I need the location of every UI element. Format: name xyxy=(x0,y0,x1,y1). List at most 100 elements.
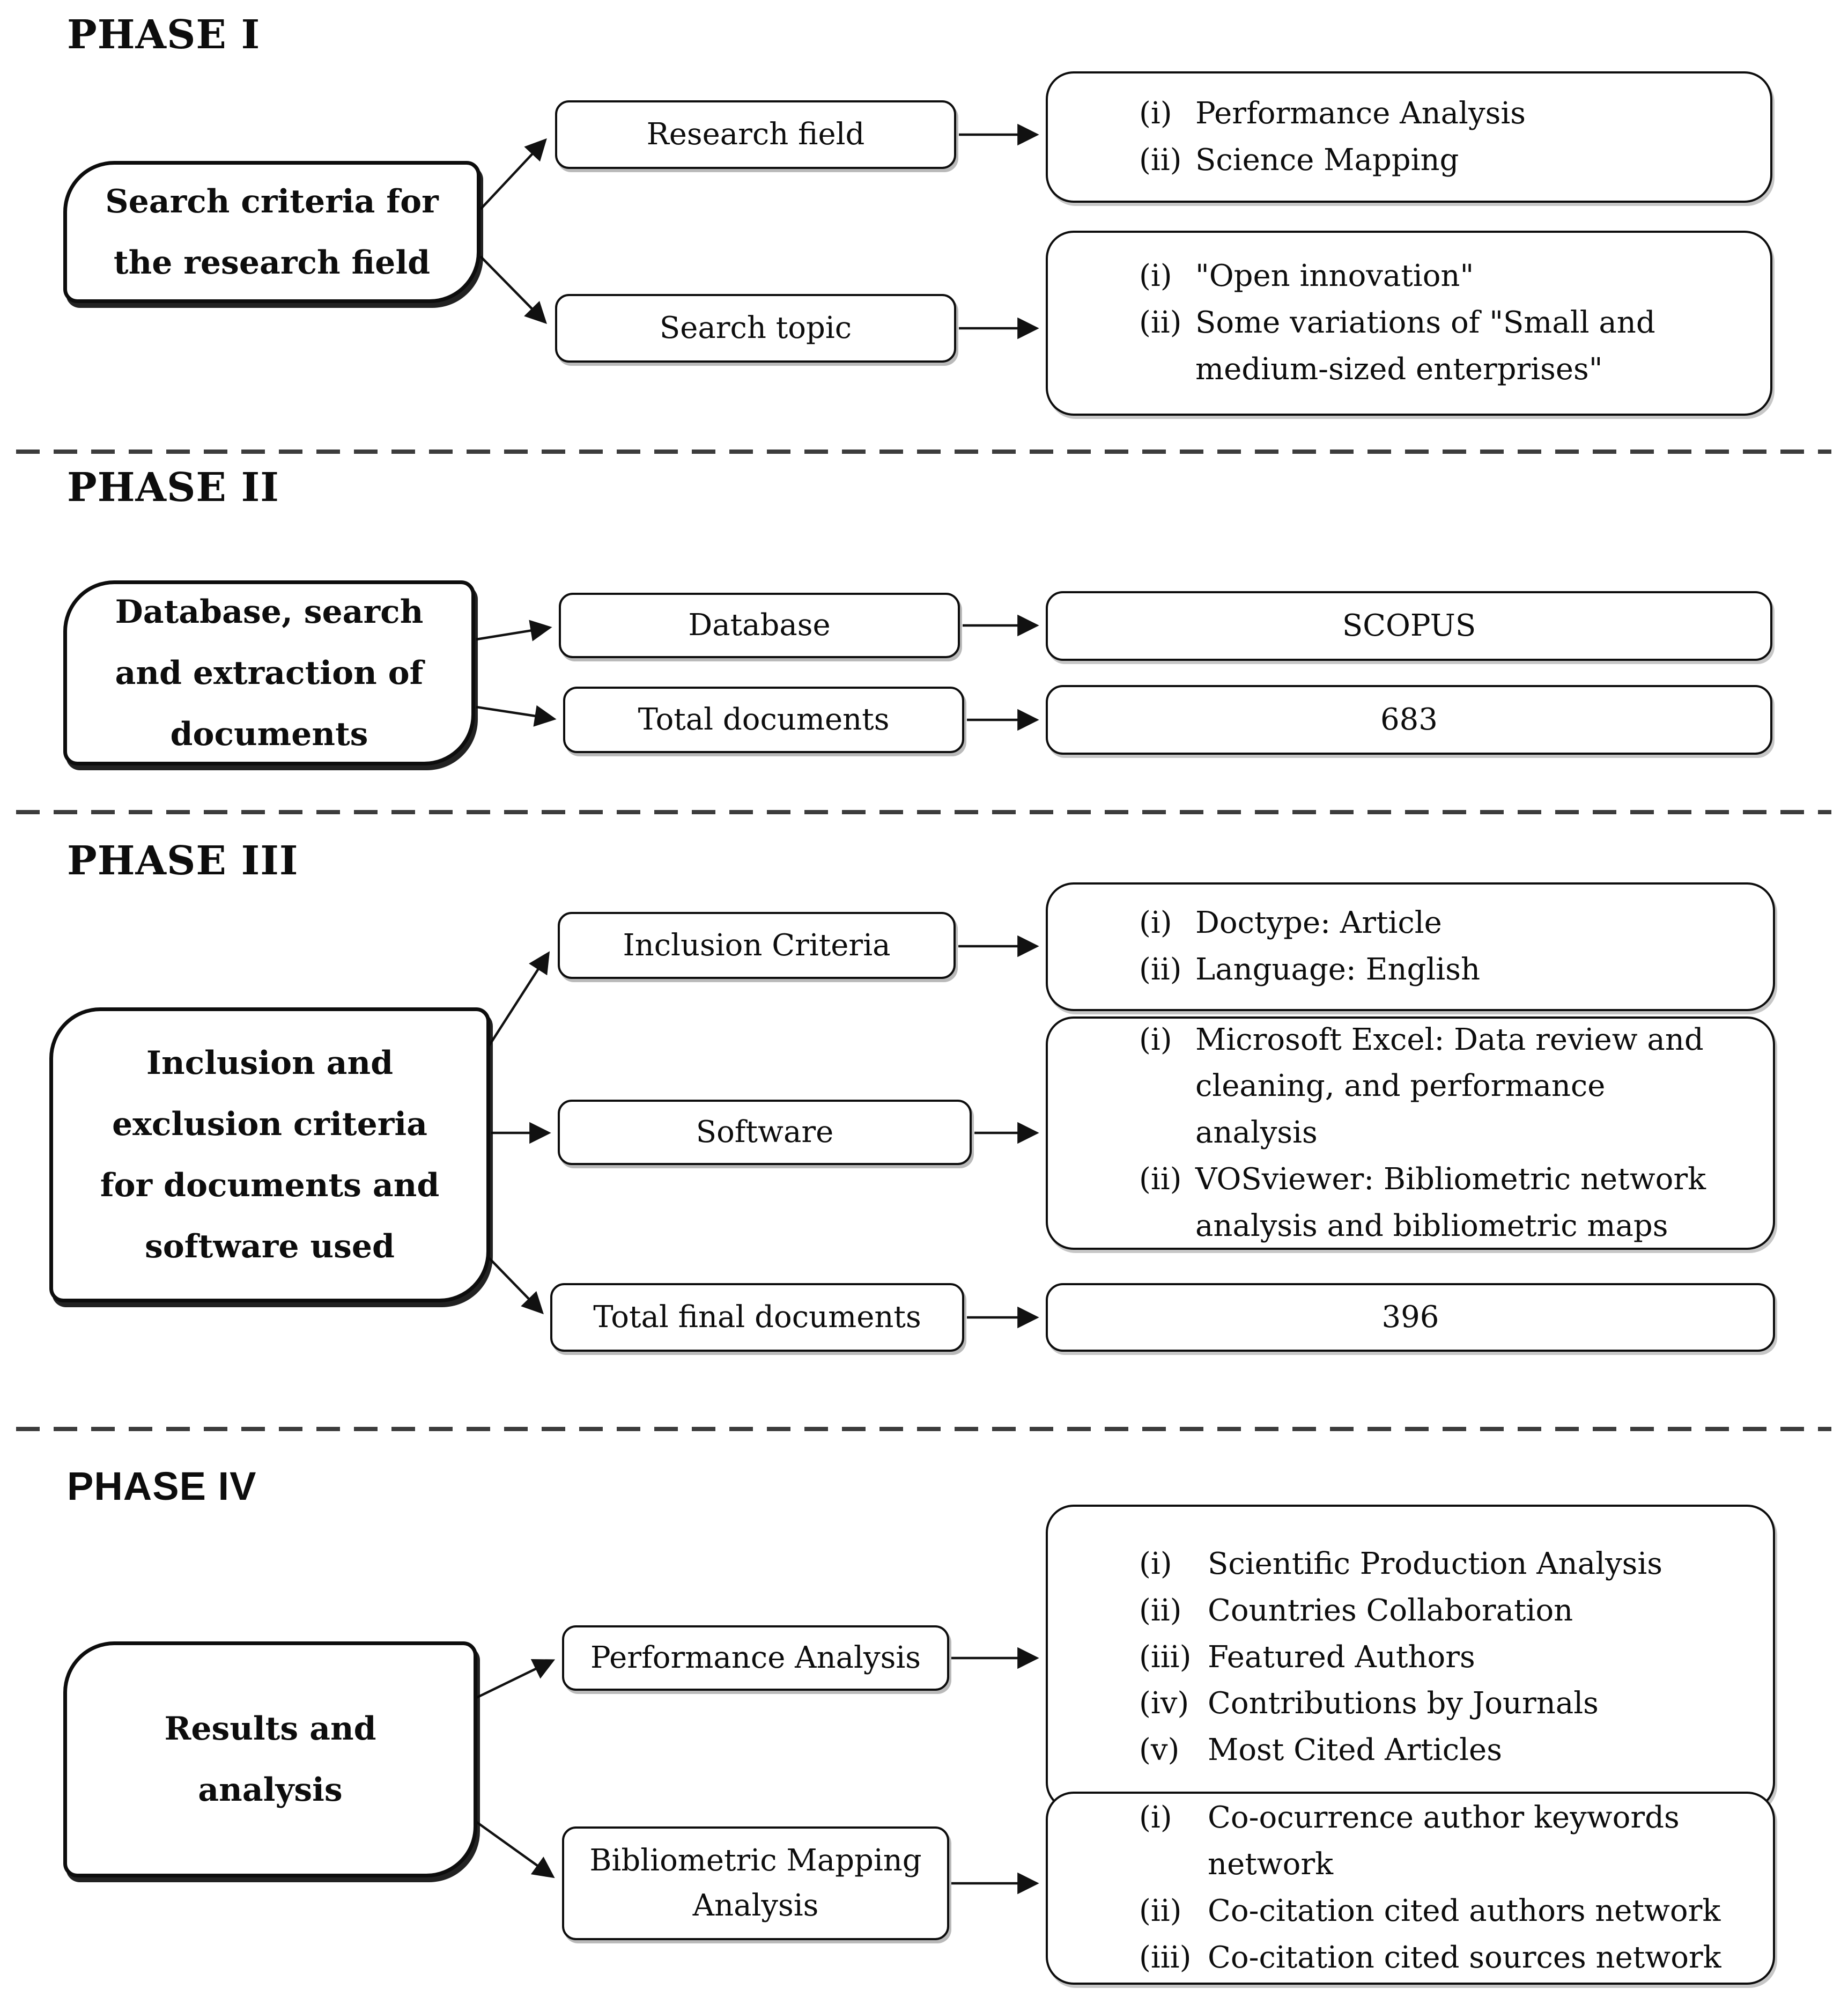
item-marker: (iv) xyxy=(1139,1686,1189,1721)
list-item: (i) Performance Analysis xyxy=(1139,91,1722,137)
value-text: 396 xyxy=(1381,1299,1439,1335)
list-item: (i) Microsoft Excel: Data review and cle… xyxy=(1139,1017,1725,1156)
item-marker: (ii) xyxy=(1139,1161,1182,1197)
list-item: (ii) Countries Collaboration xyxy=(1139,1588,1725,1634)
item-marker: (i) xyxy=(1139,905,1172,941)
item-text: Most Cited Articles xyxy=(1208,1733,1502,1768)
arrow xyxy=(483,951,550,1055)
phase-3-source-text: Inclusion and exclusion criteria for doc… xyxy=(100,1044,440,1265)
phase-1-source-text: Search criteria for the research field xyxy=(105,182,439,282)
item-marker: (iii) xyxy=(1139,1639,1192,1675)
node-bibliometric-mapping-analysis: Bibliometric Mapping Analysis xyxy=(562,1826,949,1940)
node-label: Database xyxy=(688,608,831,643)
phase-2-label: PHASE II xyxy=(67,465,279,511)
item-text: Science Mapping xyxy=(1195,142,1459,178)
item-marker: (ii) xyxy=(1139,305,1182,341)
phase-3-label: PHASE III xyxy=(67,838,299,884)
node-total-documents: Total documents xyxy=(563,687,964,753)
item-text: Doctype: Article xyxy=(1195,905,1442,941)
item-text: Featured Authors xyxy=(1208,1639,1475,1675)
phase-separator xyxy=(16,810,1831,814)
list-item: (ii) Co-citation cited authors network xyxy=(1139,1888,1725,1935)
item-text: "Open innovation" xyxy=(1195,259,1474,294)
list-item: (ii) Language: English xyxy=(1139,947,1725,993)
node-research-field: Research field xyxy=(555,100,956,169)
phase-1-label: PHASE I xyxy=(67,12,261,58)
item-text: Performance Analysis xyxy=(1195,95,1526,131)
list-item: (ii) Some variations of "Small and mediu… xyxy=(1139,300,1722,393)
node-software: Software xyxy=(558,1100,972,1165)
item-text: Language: English xyxy=(1195,952,1481,987)
item-text: Some variations of "Small and medium-siz… xyxy=(1195,305,1655,387)
item-marker: (ii) xyxy=(1139,952,1182,987)
value-text: 683 xyxy=(1380,702,1438,737)
item-marker: (ii) xyxy=(1139,1593,1182,1628)
output-total-documents-value: 683 xyxy=(1046,685,1772,755)
node-label: Total final documents xyxy=(593,1300,921,1335)
arrow xyxy=(479,255,547,325)
output-research-field-details: (i) Performance Analysis (ii) Science Ma… xyxy=(1046,71,1772,203)
node-performance-analysis: Performance Analysis xyxy=(562,1625,949,1691)
item-marker: (ii) xyxy=(1139,1894,1182,1928)
node-total-final-documents: Total final documents xyxy=(550,1283,964,1352)
phase-2-source-text: Database, search and extraction of docum… xyxy=(115,593,424,753)
list-item: (i) Co-ocurrence author keywords network xyxy=(1139,1795,1725,1888)
item-text: Co-ocurrence author keywords network xyxy=(1208,1800,1680,1882)
item-marker: (v) xyxy=(1139,1733,1180,1768)
item-text: Countries Collaboration xyxy=(1208,1593,1573,1628)
phase-separator xyxy=(16,1427,1831,1431)
list-item: (i) Doctype: Article xyxy=(1139,900,1725,947)
phase-4-source-box: Results and analysis xyxy=(63,1641,477,1877)
item-marker: (i) xyxy=(1139,95,1172,131)
list-item: (ii) VOSviewer: Bibliometric network ana… xyxy=(1139,1156,1725,1250)
node-label: Research field xyxy=(646,117,865,152)
output-bibliometric-mapping-details: (i) Co-ocurrence author keywords network… xyxy=(1046,1792,1775,1985)
item-marker: (i) xyxy=(1139,1546,1172,1581)
item-marker: (iii) xyxy=(1139,1940,1192,1975)
item-text: Co-citation cited authors network xyxy=(1208,1894,1721,1928)
arrow xyxy=(472,1659,556,1701)
list-item: (iii) Featured Authors xyxy=(1139,1634,1725,1681)
item-text: Scientific Production Analysis xyxy=(1208,1546,1663,1581)
node-label: Bibliometric Mapping Analysis xyxy=(589,1843,922,1923)
list-item: (i) "Open innovation" xyxy=(1139,253,1722,300)
phase-separator xyxy=(16,450,1831,454)
phase-3-source-box: Inclusion and exclusion criteria for doc… xyxy=(49,1007,490,1302)
node-label: Software xyxy=(696,1115,834,1150)
item-marker: (ii) xyxy=(1139,142,1182,178)
value-text: SCOPUS xyxy=(1342,608,1476,643)
list-item: (ii) Science Mapping xyxy=(1139,137,1722,184)
item-text: Microsoft Excel: Data review and cleanin… xyxy=(1195,1022,1704,1151)
node-search-topic: Search topic xyxy=(555,294,956,363)
list-item: (iii) Co-citation cited sources network xyxy=(1139,1935,1725,1981)
node-label: Inclusion Criteria xyxy=(623,927,891,963)
node-label: Performance Analysis xyxy=(590,1640,921,1675)
item-marker: (i) xyxy=(1139,1800,1172,1836)
output-search-topic-details: (i) "Open innovation" (ii) Some variatio… xyxy=(1046,231,1772,416)
item-text: Co-citation cited sources network xyxy=(1208,1940,1721,1975)
arrow xyxy=(483,1251,544,1315)
phase-2-source-box: Database, search and extraction of docum… xyxy=(63,580,475,765)
arrow xyxy=(476,620,552,642)
item-marker: (i) xyxy=(1139,1022,1172,1057)
node-label: Total documents xyxy=(638,702,890,737)
list-item: (i) Scientific Production Analysis xyxy=(1139,1541,1725,1588)
phase-1-source-box: Search criteria for the research field xyxy=(63,161,481,303)
arrow xyxy=(476,705,557,727)
phase-4-label: PHASE IV xyxy=(67,1464,257,1508)
list-item: (v) Most Cited Articles xyxy=(1139,1727,1725,1774)
output-software-details: (i) Microsoft Excel: Data review and cle… xyxy=(1046,1016,1775,1250)
item-text: VOSviewer: Bibliometric network analysis… xyxy=(1195,1161,1706,1243)
output-total-final-documents-value: 396 xyxy=(1046,1283,1775,1352)
item-marker: (i) xyxy=(1139,259,1172,294)
node-label: Search topic xyxy=(659,311,852,345)
arrow xyxy=(472,1818,555,1878)
output-performance-analysis-details: (i) Scientific Production Analysis (ii) … xyxy=(1046,1505,1775,1810)
item-text: Contributions by Journals xyxy=(1208,1686,1599,1721)
node-database: Database xyxy=(559,593,960,658)
output-database-value: SCOPUS xyxy=(1046,591,1772,661)
phase-4-source-text: Results and analysis xyxy=(164,1710,376,1809)
output-inclusion-criteria-details: (i) Doctype: Article (ii) Language: Engl… xyxy=(1046,882,1775,1011)
node-inclusion-criteria: Inclusion Criteria xyxy=(558,912,956,979)
